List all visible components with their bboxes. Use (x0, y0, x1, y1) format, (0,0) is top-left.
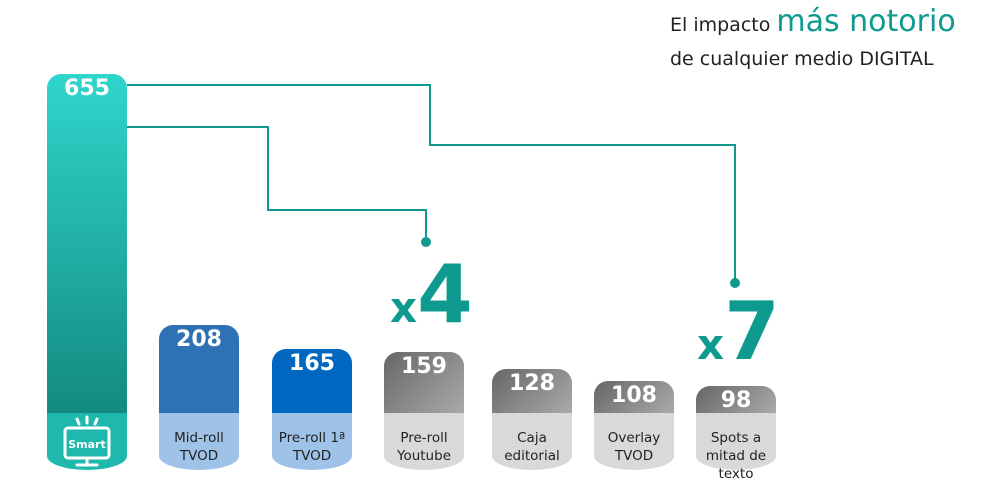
multiplier-x4: x4 (390, 248, 473, 341)
bar-3: 159 (384, 351, 464, 413)
bar-value-label: 165 (289, 350, 335, 376)
bar-1: 208 (159, 324, 239, 413)
svg-text:Smart: Smart (68, 438, 106, 451)
bar-2: 165 (272, 348, 352, 413)
bar-value-label: 655 (64, 76, 110, 102)
category-label-text: Spots a mitad de texto (705, 430, 767, 482)
headline-prefix: El impacto (670, 14, 771, 36)
bar-4: 128 (492, 369, 572, 413)
connector-x4-dot (421, 237, 431, 247)
category-label: Smart (47, 413, 127, 470)
category-label: Caja editorial (492, 413, 572, 470)
category-label: Mid-roll TVOD (159, 413, 239, 470)
headline-line2: de cualquier medio DIGITAL (670, 48, 934, 70)
bar-value-label: 128 (509, 371, 555, 397)
bar-5: 108 (594, 380, 674, 413)
connector-x4 (127, 126, 427, 242)
bar-value-label: 98 (720, 388, 752, 414)
bar-6: 98 (696, 386, 776, 413)
bar-value-label: 159 (401, 353, 447, 379)
category-label: Overlay TVOD (594, 413, 674, 470)
category-label: Spots a mitad de texto (696, 413, 776, 482)
connector-x7 (127, 84, 736, 283)
bar-value-label: 108 (611, 382, 657, 408)
category-label-text: Pre-roll 1ª TVOD (278, 430, 346, 464)
bar-0: 655 (47, 74, 127, 413)
category-label: Pre-roll 1ª TVOD (272, 413, 352, 470)
multiplier-x7: x7 (697, 285, 780, 378)
smart-tv-icon: Smart (63, 415, 111, 467)
category-label: Pre-roll Youtube (384, 413, 464, 470)
headline: El impacto más notorio de cualquier medi… (670, 7, 956, 73)
headline-highlight: más notorio (776, 4, 956, 39)
category-label-text: Overlay TVOD (607, 430, 661, 464)
bar-value-label: 208 (176, 326, 222, 352)
category-label-text: Pre-roll Youtube (397, 430, 451, 464)
category-label-text: Caja editorial (504, 430, 560, 464)
category-label-text: Mid-roll TVOD (174, 430, 224, 464)
connector-x7-dot (730, 278, 740, 288)
